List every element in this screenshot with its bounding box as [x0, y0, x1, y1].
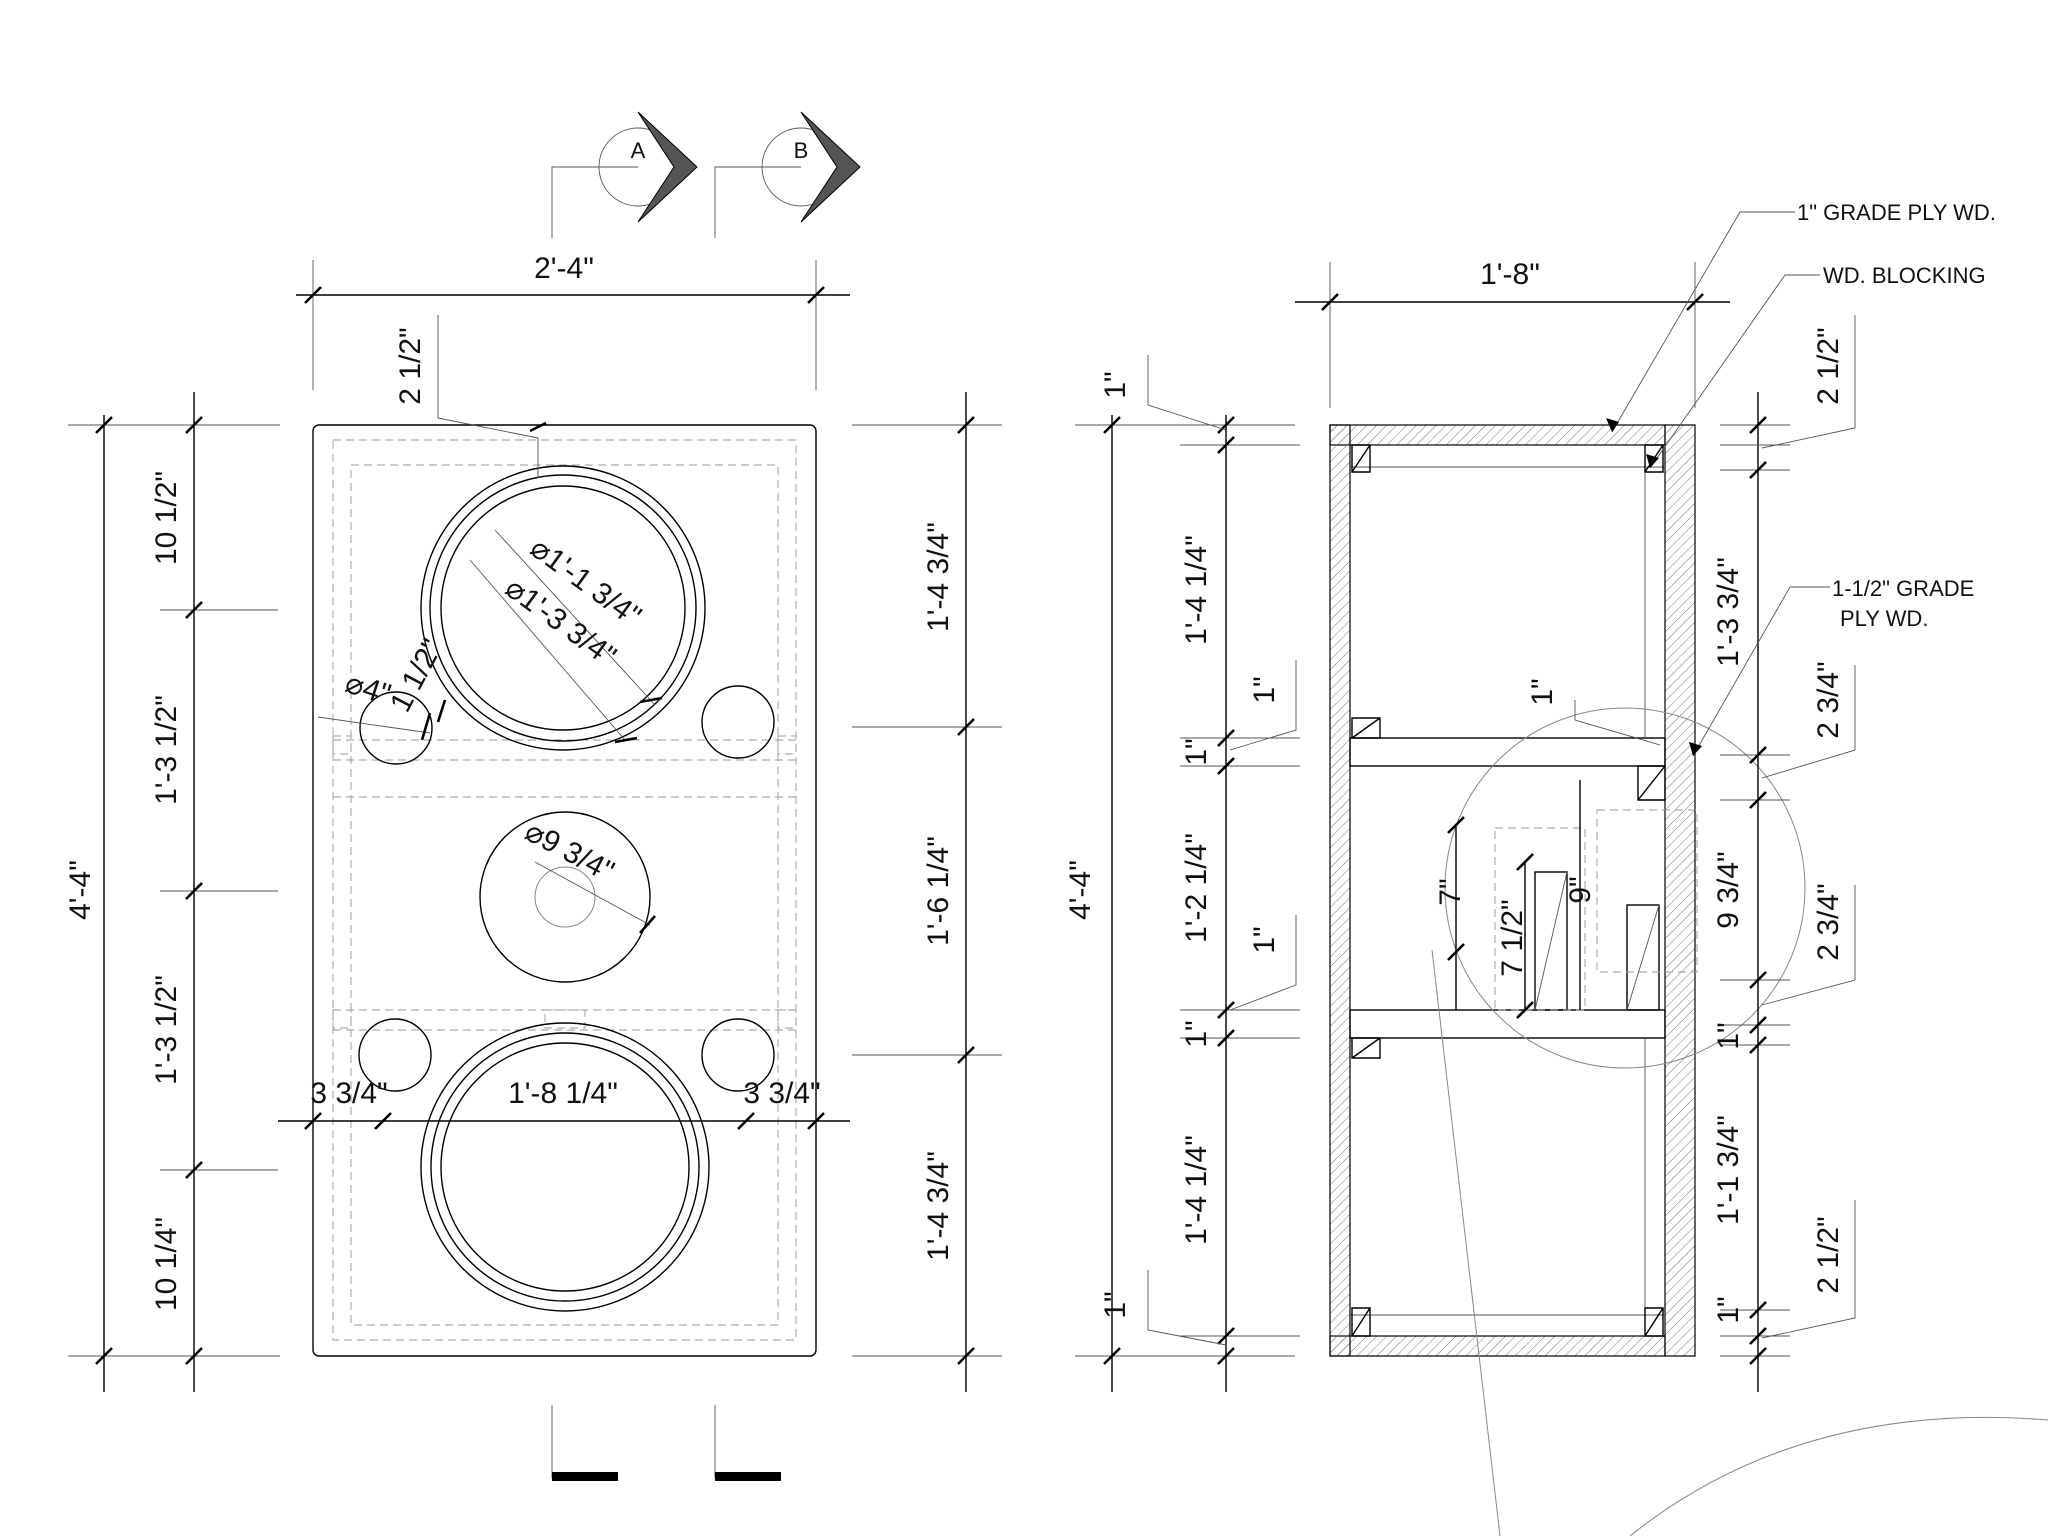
port-top-left	[359, 691, 433, 765]
section-marker-a[interactable]: A	[551, 111, 698, 238]
front-left-dim-3: 1'-3 1/2"	[150, 975, 183, 1085]
side-left-dim-3: 1"	[1248, 676, 1281, 703]
side-inner-dim-4: 9"	[1564, 876, 1597, 903]
port-gap-label: 1 1/2"	[384, 634, 449, 718]
port-dia-label: ⌀4"	[341, 666, 394, 711]
section-marker-b[interactable]: B	[714, 111, 861, 238]
side-inner-dim-2: 7"	[1434, 878, 1467, 905]
front-left-dim-1: 10 1/2"	[150, 471, 183, 565]
front-right-dim-2: 1'-6 1/4"	[922, 836, 955, 946]
side-left-dim-7: 1"	[1180, 1020, 1213, 1047]
side-right-dim-3: 2 3/4"	[1812, 661, 1845, 738]
front-cabinet-outline	[312, 424, 817, 1357]
detail-callout-circle[interactable]	[1444, 707, 1806, 1069]
front-left-dim-2: 1'-3 1/2"	[150, 695, 183, 805]
front-right-dim-1: 1'-4 3/4"	[922, 522, 955, 632]
mid-driver[interactable]	[479, 811, 651, 983]
front-height-dim: 4'-4"	[64, 860, 97, 920]
side-left-dim-6: 1"	[1248, 926, 1281, 953]
side-right-dim-8: 1"	[1712, 1296, 1745, 1323]
front-right-dim-3: 1'-4 3/4"	[922, 1151, 955, 1261]
side-right-dim-2: 1'-3 3/4"	[1712, 557, 1745, 667]
side-left-dim-8: 1'-4 1/4"	[1180, 1135, 1213, 1245]
front-left-port-offset: 3 3/4"	[310, 1077, 387, 1110]
side-front-baffle	[1664, 424, 1696, 1357]
side-width-dim: 1'-8"	[1480, 258, 1540, 291]
side-left-dim-4: 1"	[1180, 738, 1213, 765]
note-ply-1: 1" GRADE PLY WD.	[1797, 200, 1996, 225]
section-cut-marks	[551, 1405, 781, 1481]
side-left-dim-9: 1"	[1099, 1291, 1132, 1318]
front-width-dim: 2'-4"	[534, 252, 594, 285]
side-left-dim-2: 1'-4 1/4"	[1180, 535, 1213, 645]
side-right-dim-4: 9 3/4"	[1712, 851, 1745, 928]
bottom-woofer[interactable]	[420, 1022, 710, 1312]
side-left-dim-5: 1'-2 1/4"	[1180, 833, 1213, 943]
front-bottom-width-dim: 1'-8 1/4"	[508, 1077, 618, 1110]
side-right-dim-1: 2 1/2"	[1812, 327, 1845, 404]
side-right-dim-6: 1"	[1712, 1022, 1745, 1049]
port-top-right	[701, 685, 775, 759]
side-shelf-lower	[1349, 1009, 1666, 1039]
note-blocking: WD. BLOCKING	[1823, 263, 1986, 288]
side-right-dim-7: 1'-1 3/4"	[1712, 1115, 1745, 1225]
side-section: 1'-8" 4'-4" 1" 1'-4 1/4" 1" 1" 1'-2 1/4"	[1064, 200, 2048, 1536]
side-left-dim-1: 1"	[1099, 371, 1132, 398]
mid-dia-label: ⌀9 3/4"	[520, 815, 620, 889]
side-shelf-upper	[1349, 737, 1666, 767]
note-ply-15-line2: PLY WD.	[1840, 606, 1928, 631]
port-bottom-left	[358, 1018, 432, 1092]
front-right-port-offset: 3 3/4"	[743, 1077, 820, 1110]
side-bottom-panel	[1329, 1335, 1666, 1357]
front-left-dim-4: 10 1/4"	[150, 1217, 183, 1311]
side-inner-dim-1: 1"	[1526, 678, 1559, 705]
side-height-dim: 4'-4"	[1064, 860, 1097, 920]
note-ply-15-line1: 1-1/2" GRADE	[1832, 576, 1974, 601]
side-right-dim-9: 2 1/2"	[1812, 1216, 1845, 1293]
section-marker-a-label: A	[631, 138, 646, 163]
section-marker-b-label: B	[794, 138, 809, 163]
port-bottom-right	[701, 1018, 775, 1092]
side-inner-dim-3: 7 1/2"	[1496, 899, 1529, 976]
front-view: 2'-4" 2 1/2" 4'-4" 10 1/2" 1'-3 1/2" 1'-…	[64, 252, 1002, 1392]
top-woofer[interactable]	[420, 465, 706, 751]
side-right-dim-5: 2 3/4"	[1812, 883, 1845, 960]
front-top-offset-dim: 2 1/2"	[394, 327, 427, 404]
side-back-panel	[1329, 424, 1351, 1357]
